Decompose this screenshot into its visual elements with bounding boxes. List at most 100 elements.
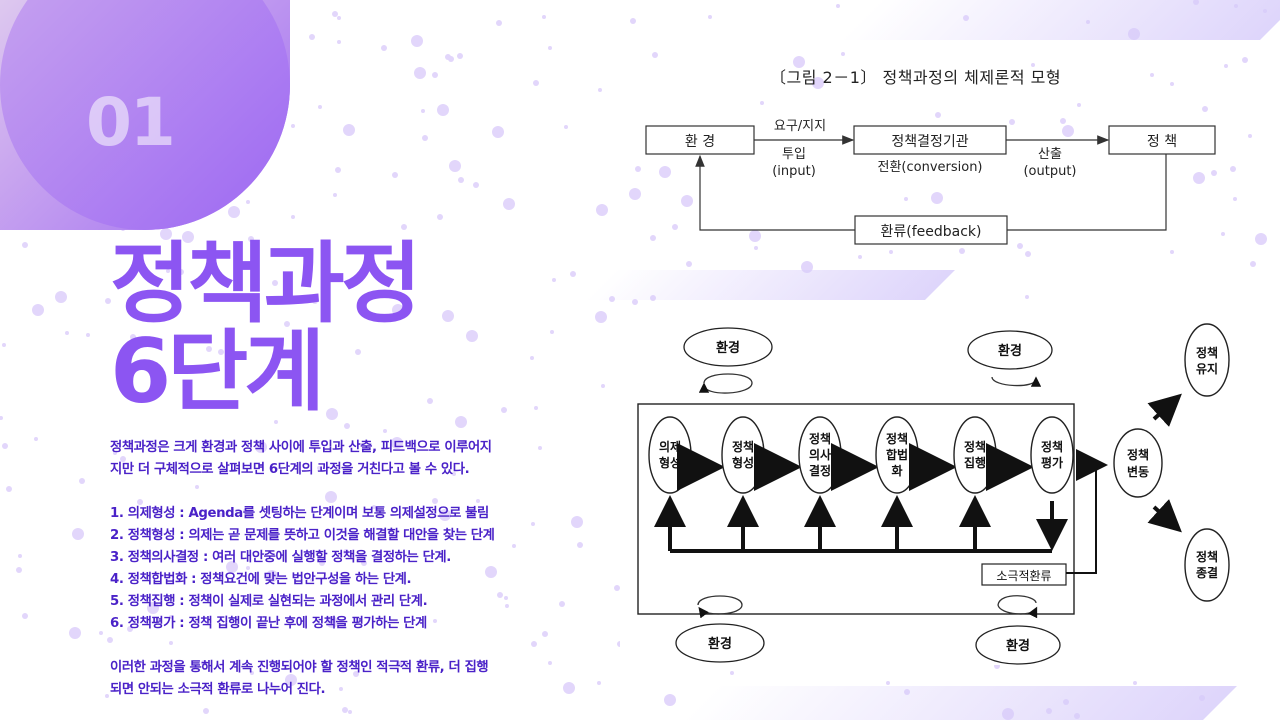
background-dot	[166, 269, 170, 273]
background-dot	[414, 67, 426, 79]
background-dot	[749, 230, 761, 242]
feedback-box	[854, 215, 1008, 245]
background-dot	[372, 505, 376, 509]
background-dot	[246, 566, 250, 570]
background-dot	[1133, 681, 1137, 685]
background-dot	[597, 681, 601, 685]
background-dot	[564, 125, 568, 129]
background-dot	[614, 585, 620, 591]
background-dot	[548, 46, 552, 50]
background-dot	[904, 197, 908, 201]
step-item: 2. 정책형성 : 의제는 곧 문제를 뜻하고 이것을 해결할 대안을 찾는 단…	[110, 528, 495, 543]
background-dot	[504, 596, 508, 600]
background-dot	[312, 298, 318, 304]
background-dot	[72, 528, 84, 540]
background-dot	[107, 637, 113, 643]
background-dot	[812, 77, 824, 89]
background-dot	[455, 416, 467, 428]
stage-label: 합법	[886, 447, 908, 462]
negative-feedback-box	[981, 563, 1067, 586]
background-dot	[343, 549, 349, 555]
swirl-arrow-icon	[698, 373, 753, 394]
stage-label: 결정	[809, 463, 831, 478]
background-dot	[105, 694, 109, 698]
policy-change-ellipse	[1113, 428, 1163, 498]
stage-label: 화	[891, 463, 902, 478]
background-dot	[632, 299, 638, 305]
policy-change-label: 정책	[1127, 447, 1149, 462]
background-dot	[206, 346, 212, 352]
background-dot	[708, 15, 712, 19]
background-dot	[335, 167, 341, 173]
background-dot	[243, 509, 247, 513]
background-dot	[659, 166, 671, 178]
background-dot	[326, 408, 338, 420]
background-dot	[22, 613, 28, 619]
background-dot	[396, 661, 402, 667]
background-dot	[531, 641, 537, 647]
background-dot	[538, 446, 542, 450]
outro-line: 이러한 과정을 통해서 계속 진행되어야 할 정책인 적극적 환류, 더 집행	[110, 660, 489, 675]
background-dot	[433, 619, 437, 623]
background-dot	[339, 687, 343, 691]
background-dot	[255, 441, 267, 453]
background-dot	[754, 246, 758, 250]
background-dot	[105, 298, 111, 304]
swirl-arrow-icon	[997, 595, 1038, 619]
background-dot	[79, 478, 85, 484]
decorative-streak	[585, 270, 955, 300]
background-dot	[760, 101, 764, 105]
policy-terminate-ellipse	[1184, 528, 1230, 602]
background-dot	[248, 236, 254, 242]
background-dot	[1230, 166, 1236, 172]
background-dot	[178, 269, 184, 275]
background-dot	[2, 343, 6, 347]
background-dot	[392, 304, 404, 316]
background-dot	[652, 52, 658, 58]
background-dot	[432, 498, 438, 504]
figure1-caption: 〔그림 2－1〕 정책과정의 체제론적 모형	[770, 68, 1062, 87]
background-dot	[120, 456, 126, 462]
description-block: 정책과정은 크게 환경과 정책 사이에 투입과 산출, 피드백으로 이루어지 지…	[110, 437, 600, 701]
env-label-top-right: 환경	[998, 343, 1022, 359]
background-dot	[672, 224, 678, 230]
org-box	[853, 125, 1007, 155]
policy-change-label: 변동	[1127, 464, 1149, 479]
background-dot	[86, 333, 90, 337]
background-dot	[310, 578, 314, 582]
feedback-box-label: 환류(feedback)	[881, 224, 982, 240]
background-dot	[274, 420, 278, 424]
background-dot	[6, 486, 12, 492]
background-dot	[836, 4, 840, 8]
background-dot	[476, 499, 480, 503]
background-dot	[601, 384, 605, 388]
background-dot	[203, 708, 209, 714]
negative-feedback-label: 소극적환류	[996, 569, 1051, 583]
intro-line: 지만 더 구체적으로 살펴보면 6단계의 과정을 거친다고 볼 수 있다.	[110, 462, 470, 477]
background-dot	[143, 315, 149, 321]
background-dot	[534, 406, 538, 410]
stage-label: 의제	[659, 439, 681, 454]
background-dot	[457, 53, 463, 59]
background-dot	[886, 681, 890, 685]
background-dot	[342, 707, 348, 713]
background-dot	[18, 554, 22, 558]
swirl-arrow-icon	[991, 376, 1042, 387]
background-dot	[0, 416, 3, 420]
stage-label: 정책	[1041, 439, 1063, 454]
background-dot	[169, 641, 173, 645]
policy-terminate-label: 종결	[1196, 565, 1218, 580]
step-item: 6. 정책평가 : 정책 집행이 끝난 후에 정책을 평가하는 단계	[110, 616, 427, 631]
slide-title-line2: 6단계	[110, 320, 325, 423]
background-dot	[485, 566, 497, 578]
background-dot	[318, 105, 322, 109]
to-terminate-arrow	[1147, 499, 1182, 533]
policy-maintain-ellipse	[1184, 323, 1230, 397]
background-dot	[348, 710, 352, 714]
background-dot	[793, 56, 805, 68]
background-dot	[563, 682, 575, 694]
background-dot	[421, 109, 425, 113]
background-dot	[1025, 251, 1031, 257]
background-dot	[437, 214, 443, 220]
